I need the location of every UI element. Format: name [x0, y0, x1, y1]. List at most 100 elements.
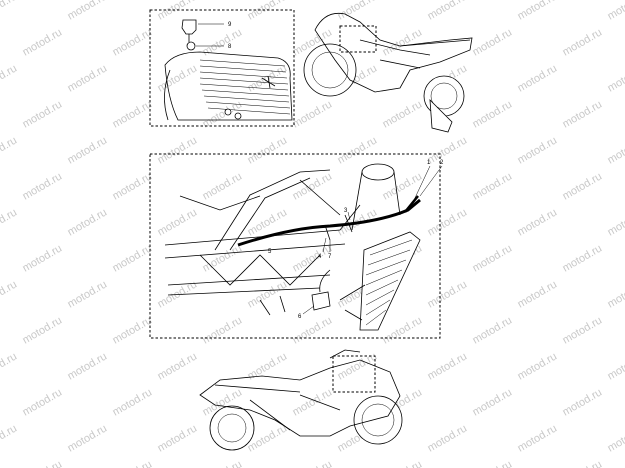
watermark-text: motod.ru	[156, 350, 200, 382]
watermark-text: motod.ru	[66, 134, 110, 166]
watermark-text: motod.ru	[561, 170, 605, 202]
highlight-box-bottom	[332, 355, 376, 393]
watermark-text: motod.ru	[156, 206, 200, 238]
watermark-text: motod.ru	[156, 62, 200, 94]
watermark-text: motod.ru	[111, 386, 155, 418]
callout-7: 7	[328, 254, 332, 260]
watermark-text: motod.ru	[606, 0, 625, 23]
watermark-text: motod.ru	[471, 386, 515, 418]
callout-8: 8	[228, 44, 232, 50]
sensor-part-9	[181, 19, 197, 35]
watermark-text: motod.ru	[291, 170, 335, 202]
watermark-text: motod.ru	[381, 26, 425, 58]
watermark-text: motod.ru	[336, 0, 380, 23]
grille-slats	[199, 59, 291, 115]
watermark-text: motod.ru	[21, 98, 65, 130]
watermark-text: motod.ru	[381, 458, 425, 468]
watermark-text: motod.ru	[246, 0, 290, 23]
watermark-text: motod.ru	[66, 350, 110, 382]
watermark-text: motod.ru	[156, 0, 200, 23]
watermark-text: motod.ru	[21, 242, 65, 274]
watermark-text: motod.ru	[471, 458, 515, 468]
watermark-text: motod.ru	[111, 170, 155, 202]
steering-head-body	[351, 171, 401, 231]
main-detail-frame	[149, 153, 441, 339]
connector-6-wire	[319, 269, 331, 293]
front-wheel	[353, 395, 403, 445]
watermark-text: motod.ru	[381, 314, 425, 346]
watermark-text: motod.ru	[606, 422, 625, 454]
watermark-text: motod.ru	[111, 458, 155, 468]
grille-clip	[261, 75, 276, 89]
front-wheel	[303, 43, 357, 97]
watermark-text: motod.ru	[21, 386, 65, 418]
watermark-text: motod.ru	[0, 0, 19, 23]
watermark-text: motod.ru	[111, 314, 155, 346]
screw-head	[234, 112, 242, 120]
frame-tubes	[214, 384, 341, 431]
watermark-text: motod.ru	[0, 422, 19, 454]
watermark-text: motod.ru	[606, 134, 625, 166]
callout-6: 6	[298, 314, 302, 320]
watermark-text: motod.ru	[516, 422, 560, 454]
watermark-text: motod.ru	[516, 62, 560, 94]
watermark-text: motod.ru	[606, 62, 625, 94]
watermark-text: motod.ru	[21, 314, 65, 346]
front-rim	[361, 403, 395, 437]
watermark-text: motod.ru	[606, 278, 625, 310]
rear-rim	[430, 82, 458, 110]
radiator	[359, 231, 421, 331]
callout-4: 4	[318, 254, 322, 260]
motorcycle-body	[314, 12, 473, 93]
watermark-text: motod.ru	[426, 134, 470, 166]
connector-3	[344, 214, 353, 233]
watermark-text: motod.ru	[471, 26, 515, 58]
watermark-text: motod.ru	[426, 422, 470, 454]
watermark-text: motod.ru	[201, 314, 245, 346]
watermark-text: motod.ru	[561, 386, 605, 418]
watermark-text: motod.ru	[606, 206, 625, 238]
screw-head	[224, 108, 232, 116]
radiator-mount	[339, 284, 366, 321]
watermark-text: motod.ru	[561, 314, 605, 346]
watermark-text: motod.ru	[471, 314, 515, 346]
watermark-text: motod.ru	[381, 98, 425, 130]
watermark-text: motod.ru	[606, 350, 625, 382]
watermark-text: motod.ru	[426, 278, 470, 310]
watermark-text: motod.ru	[561, 98, 605, 130]
motorcycle-body	[199, 359, 401, 437]
callout-2: 2	[440, 160, 444, 166]
motorcycle-bottom-view	[199, 349, 403, 451]
watermark-text: motod.ru	[156, 422, 200, 454]
watermark-text: motod.ru	[561, 26, 605, 58]
rear-rim	[217, 413, 247, 443]
watermark-text: motod.ru	[21, 26, 65, 58]
motorcycle-top-view	[303, 12, 473, 133]
watermark-text: motod.ru	[201, 170, 245, 202]
watermark-text: motod.ru	[336, 350, 380, 382]
rear-wheel	[423, 75, 465, 117]
watermark-text: motod.ru	[66, 0, 110, 23]
callout-3: 3	[344, 208, 348, 214]
watermark-text: motod.ru	[0, 206, 19, 238]
watermark-text: motod.ru	[111, 26, 155, 58]
air-duct-grille	[164, 51, 293, 121]
clamp-7	[324, 224, 331, 241]
watermark-text: motod.ru	[516, 206, 560, 238]
rear-stand	[429, 98, 453, 133]
watermark-text: motod.ru	[516, 134, 560, 166]
watermark-text: motod.ru	[0, 134, 19, 166]
watermark-text: motod.ru	[111, 242, 155, 274]
top-detail-panel: 9 8	[149, 9, 295, 127]
watermark-text: motod.ru	[291, 98, 335, 130]
watermark-text: motod.ru	[201, 242, 245, 274]
watermark-text: motod.ru	[426, 206, 470, 238]
watermark-text: motod.ru	[426, 0, 470, 23]
wiring-harness	[237, 198, 421, 247]
harness-branch	[404, 195, 419, 213]
watermark-text: motod.ru	[66, 422, 110, 454]
callout-leaders	[302, 165, 443, 315]
callout-1: 1	[427, 160, 431, 166]
connector-6	[311, 291, 331, 311]
